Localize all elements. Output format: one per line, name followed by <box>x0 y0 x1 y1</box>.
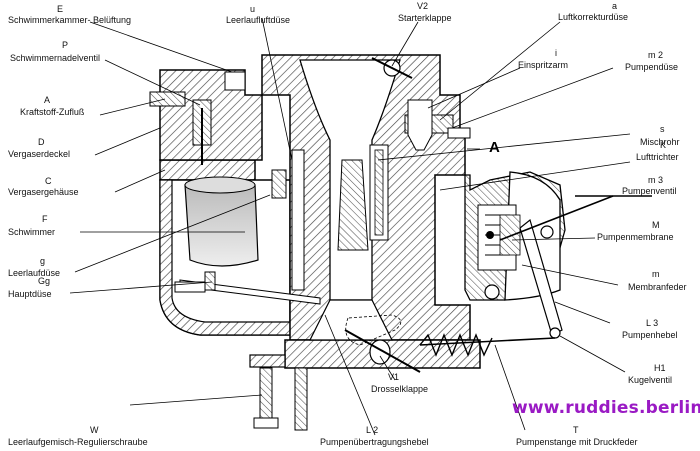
label-drosselklappe: Drosselklappe <box>371 384 429 394</box>
label-code-A: A <box>44 95 51 105</box>
label-lufttrichter: Lufttrichter <box>636 152 679 162</box>
label-pumpenventil: Pumpenventil <box>622 186 677 196</box>
label-hauptduese: Hauptdüse <box>8 289 52 299</box>
label-mischrohr: Mischrohr <box>640 137 680 147</box>
label-code-g: g <box>40 256 46 266</box>
label-schwimmer: Schwimmer <box>8 227 56 237</box>
label-code-V1: V1 <box>388 372 400 382</box>
label-code-m3: m 3 <box>648 175 664 185</box>
leader-lines <box>69 17 631 436</box>
label-vergaserdeckel: Vergaserdeckel <box>8 149 71 159</box>
label-code-H1: H1 <box>654 363 666 373</box>
label-leerlaufgemisch-regulierschraube: Leerlaufgemisch-Regulierschraube <box>8 437 148 447</box>
label-pumpenuebertragungshebel: Pumpenübertragungshebel <box>320 437 429 447</box>
label-pumpenmembrane: Pumpenmembrane <box>597 232 674 242</box>
label-pumpenduese: Pumpendüse <box>625 62 679 72</box>
label-code-P: P <box>62 40 69 50</box>
label-code-s: s <box>660 124 665 134</box>
label-leerlaufluftduese: Leerlaufluftdüse <box>226 15 291 25</box>
label-einspritzarm: Einspritzarm <box>518 60 569 70</box>
label-code-a: a <box>612 1 618 11</box>
label-starterklappe: Starterklappe <box>398 13 452 23</box>
watermark-url: www.ruddies.berlin <box>512 398 700 418</box>
carburetor-body <box>149 54 566 431</box>
label-code-D: D <box>38 137 45 147</box>
label-code-M: M <box>652 220 660 230</box>
label-code-W: W <box>90 425 99 435</box>
label-code-F: F <box>42 214 48 224</box>
label-schwimmernadelventil: Schwimmernadelventil <box>10 53 101 63</box>
label-leerlaufduese: Leerlaufdüse <box>8 268 61 278</box>
label-schwimmerkammer-belueftung: Schwimmerkammer- Belüftung <box>8 15 132 25</box>
label-code-Gg: Gg <box>38 276 51 286</box>
label-code-C: C <box>45 176 52 186</box>
label-code-m2: m 2 <box>648 50 664 60</box>
label-code-E: E <box>57 4 64 14</box>
label-kugelventil: Kugelventil <box>628 375 673 385</box>
label-pumpenstange-mit-druckfeder: Pumpenstange mit Druckfeder <box>516 437 638 447</box>
label-membranfeder: Membranfeder <box>628 282 687 292</box>
label-pumpenhebel: Pumpenhebel <box>622 330 678 340</box>
label-code-L3: L 3 <box>646 318 659 328</box>
label-code-L2: L 2 <box>366 425 379 435</box>
label-code-m: m <box>652 269 660 279</box>
label-code-i: i <box>555 48 557 58</box>
label-kraftstoff-zufluss: Kraftstoff-Zufluß <box>20 107 85 117</box>
label-code-V2: V2 <box>417 1 429 11</box>
label-luftkorrekturduese: Luftkorrekturdüse <box>558 12 629 22</box>
label-code-T: T <box>573 425 579 435</box>
label-code-u: u <box>250 4 256 14</box>
label-code-K: K <box>660 140 667 150</box>
marker-a: A <box>489 139 500 156</box>
label-vergasergehaeuse: Vergasergehäuse <box>8 187 79 197</box>
